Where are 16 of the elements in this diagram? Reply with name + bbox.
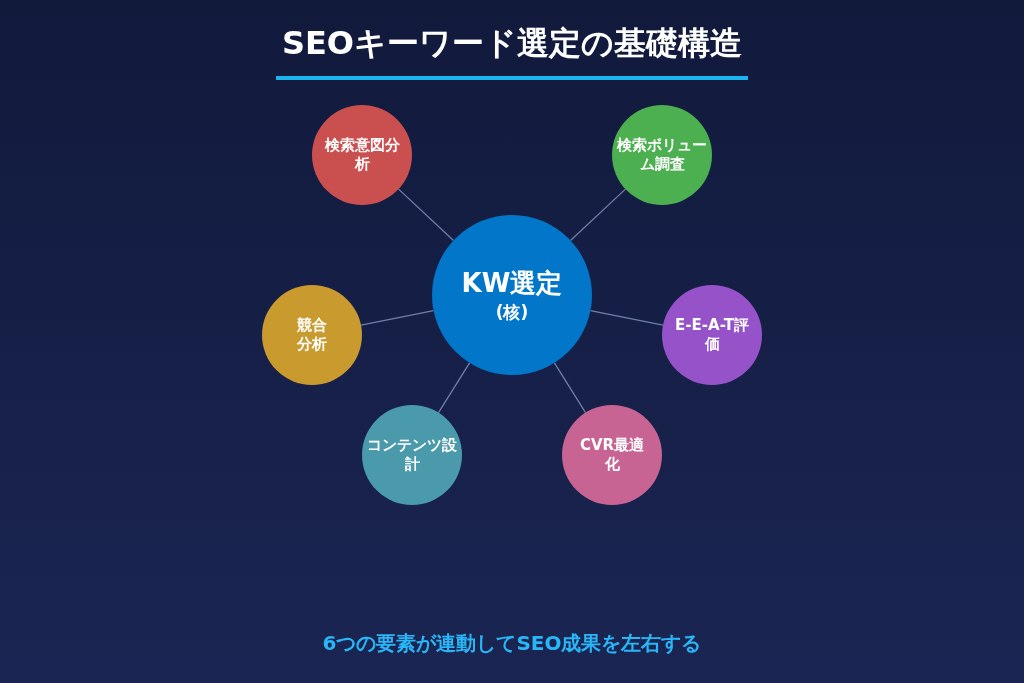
node-sublabel: (核) xyxy=(495,300,529,323)
connector-line xyxy=(569,188,627,242)
connector-line xyxy=(589,310,664,326)
connector-line xyxy=(437,362,471,414)
caption: 6つの要素が連動してSEO成果を左右する xyxy=(322,630,702,657)
node-label: 競合分析 xyxy=(296,315,328,355)
node-label: KW選定 xyxy=(461,267,563,301)
connector-line xyxy=(360,310,435,326)
node-label: 検索ボリューム調査 xyxy=(616,135,708,175)
node-label: コンテンツ設計 xyxy=(366,435,458,475)
connector-line xyxy=(553,362,587,414)
node-label: CVR最適化 xyxy=(578,435,646,475)
title: SEOキーワード選定の基礎構造 xyxy=(275,22,749,80)
node-label: E-E-A-T評価 xyxy=(674,315,750,355)
connector-line xyxy=(397,188,455,242)
node-label: 検索意図分析 xyxy=(323,135,401,175)
